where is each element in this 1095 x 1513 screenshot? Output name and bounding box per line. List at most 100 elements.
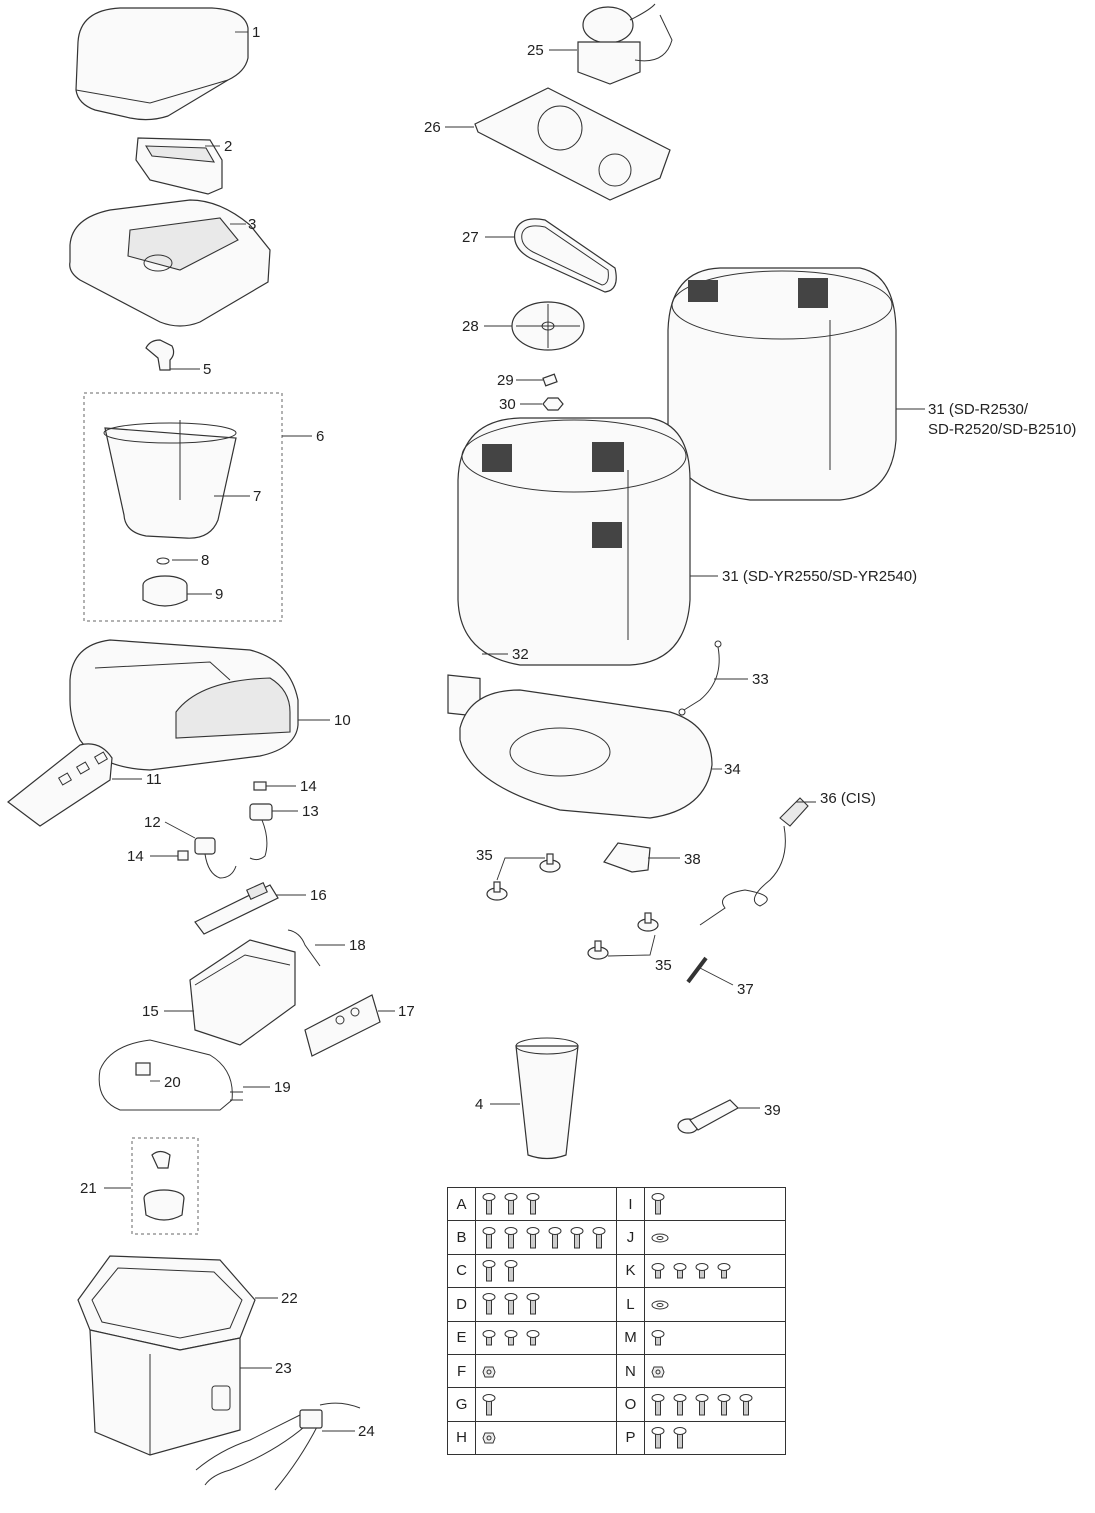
label-8: 8 (201, 552, 209, 569)
label-17: 17 (398, 1003, 415, 1020)
label-25: 25 (527, 42, 544, 59)
part-1-lid: 1 (75, 7, 260, 121)
label-16: 16 (310, 887, 327, 904)
fastener-code: K (615, 1253, 646, 1289)
label-12: 12 (144, 814, 161, 831)
fastener-icons (475, 1387, 617, 1422)
label-23: 23 (275, 1360, 292, 1377)
part-19-heater: 19 (98, 1039, 291, 1111)
screw-icon (570, 1226, 584, 1249)
screw-icon (526, 1226, 540, 1249)
screw-icon (651, 1330, 665, 1346)
label-39: 39 (764, 1102, 781, 1119)
label-22: 22 (281, 1290, 298, 1307)
screw-icon (695, 1393, 709, 1416)
fastener-icons (644, 1320, 786, 1355)
part-28-pulley: 28 (462, 301, 585, 351)
fastener-code: G (446, 1387, 477, 1422)
label-34: 34 (724, 761, 741, 778)
part-16-display-pcb: 16 (194, 882, 327, 935)
part-39-measuring-spoon: 39 (677, 1099, 781, 1134)
label-11: 11 (146, 771, 162, 788)
screw-icon (673, 1393, 687, 1416)
part-33-ground-wire: 33 (678, 640, 769, 716)
part-29-washer: 29 (497, 372, 558, 389)
part-31-outer-case-yr2550: 31 (SD-YR2550/SD-YR2540) (457, 417, 917, 666)
screw-icon (504, 1226, 518, 1249)
part-20-thermostat: 20 (135, 1062, 181, 1091)
screw-icon (482, 1259, 496, 1282)
part-21-bearing-group: 21 (80, 1137, 199, 1235)
part-31-outer-case-r2530: 31 (SD-R2530/ SD-R2520/SD-B2510) (667, 267, 1076, 501)
fastener-code: L (615, 1287, 646, 1322)
part-5-kneading-blade: 5 (145, 339, 211, 378)
screw-icon (651, 1193, 665, 1215)
fastener-code: F (446, 1353, 477, 1389)
label-33: 33 (752, 671, 769, 688)
screw-icon (651, 1393, 665, 1416)
label-29: 29 (497, 372, 514, 389)
fastener-icons (644, 1220, 786, 1255)
part-12-solenoid: 12 (144, 814, 237, 879)
label-31a-line1: 31 (SD-R2530/ (928, 401, 1029, 418)
label-1: 1 (252, 24, 260, 41)
screw-icon (717, 1393, 731, 1416)
label-36: 36 (CIS) (820, 790, 876, 807)
part-14b-switch-piece: 14 (127, 848, 189, 865)
screw-icon (504, 1193, 518, 1215)
label-6: 6 (316, 428, 324, 445)
part-25-motor: 25 (527, 3, 673, 85)
fastener-code: M (615, 1320, 646, 1355)
label-3: 3 (248, 216, 256, 233)
part-35b-feet: 35 (587, 912, 672, 974)
screw-icon (548, 1226, 562, 1249)
fastener-icons (644, 1353, 786, 1389)
screw-icon (504, 1293, 518, 1315)
label-20: 20 (164, 1074, 181, 1091)
screw-icon (526, 1293, 540, 1315)
fastener-code: N (615, 1353, 646, 1389)
fastener-code: C (446, 1253, 477, 1289)
part-14a-switch-piece: 14 (253, 778, 317, 795)
label-38: 38 (684, 851, 701, 868)
screw-icon (695, 1263, 709, 1279)
label-31a-line2: SD-R2520/SD-B2510) (928, 421, 1076, 438)
fastener-icons (475, 1353, 617, 1389)
screw-icon (504, 1330, 518, 1346)
fastener-icons (644, 1420, 786, 1456)
part-35a-feet: 35 (476, 847, 561, 901)
label-27: 27 (462, 229, 479, 246)
part-24-wire-harness: 24 (195, 1402, 375, 1491)
screw-icon (526, 1193, 540, 1215)
fastener-code: H (446, 1420, 477, 1456)
fastener-icons (475, 1186, 617, 1222)
fastener-code: B (446, 1220, 477, 1255)
fastener-code: E (446, 1320, 477, 1355)
label-24: 24 (358, 1423, 375, 1440)
label-9: 9 (215, 586, 223, 603)
part-11-control-sheet: 11 (7, 743, 162, 827)
label-31b: 31 (SD-YR2550/SD-YR2540) (722, 568, 917, 585)
label-18: 18 (349, 937, 366, 954)
label-14a: 14 (300, 778, 317, 795)
fastener-code: P (615, 1420, 646, 1456)
screw-icon (482, 1393, 496, 1416)
washer-icon (651, 1300, 669, 1310)
screw-icon (651, 1426, 665, 1449)
part-10-top-cover: 10 (69, 639, 351, 771)
fastener-icons (475, 1320, 617, 1355)
screw-icon (526, 1330, 540, 1346)
part-6-bread-pan-group: 6 7 8 9 (83, 392, 324, 622)
label-19: 19 (274, 1079, 291, 1096)
screw-icon (482, 1193, 496, 1215)
fastener-icons (644, 1287, 786, 1322)
nut-icon (482, 1366, 496, 1378)
